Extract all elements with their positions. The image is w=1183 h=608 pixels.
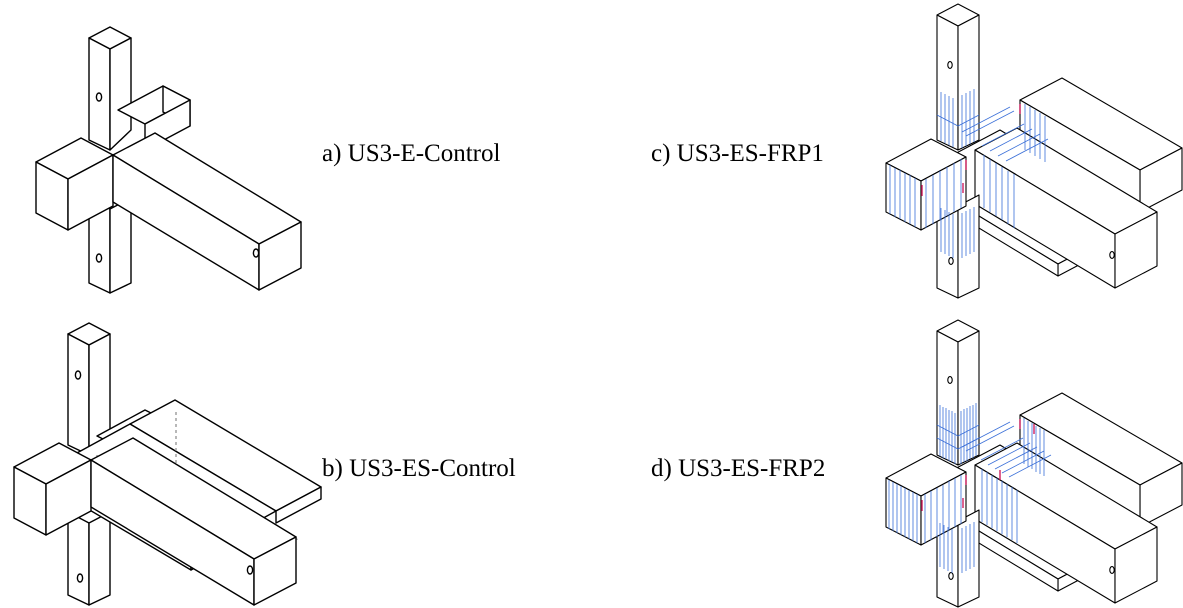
specimen-c-drawing <box>885 3 1183 299</box>
caption-c: c) US3-ES-FRP1 <box>651 140 824 167</box>
specimen-a-drawing <box>35 26 302 294</box>
caption-b: b) US3-ES-Control <box>322 455 516 482</box>
specimen-d-drawing <box>885 319 1183 608</box>
specimen-b-drawing <box>13 322 322 606</box>
caption-a: a) US3-E-Control <box>322 140 501 167</box>
caption-d: d) US3-ES-FRP2 <box>651 455 826 482</box>
